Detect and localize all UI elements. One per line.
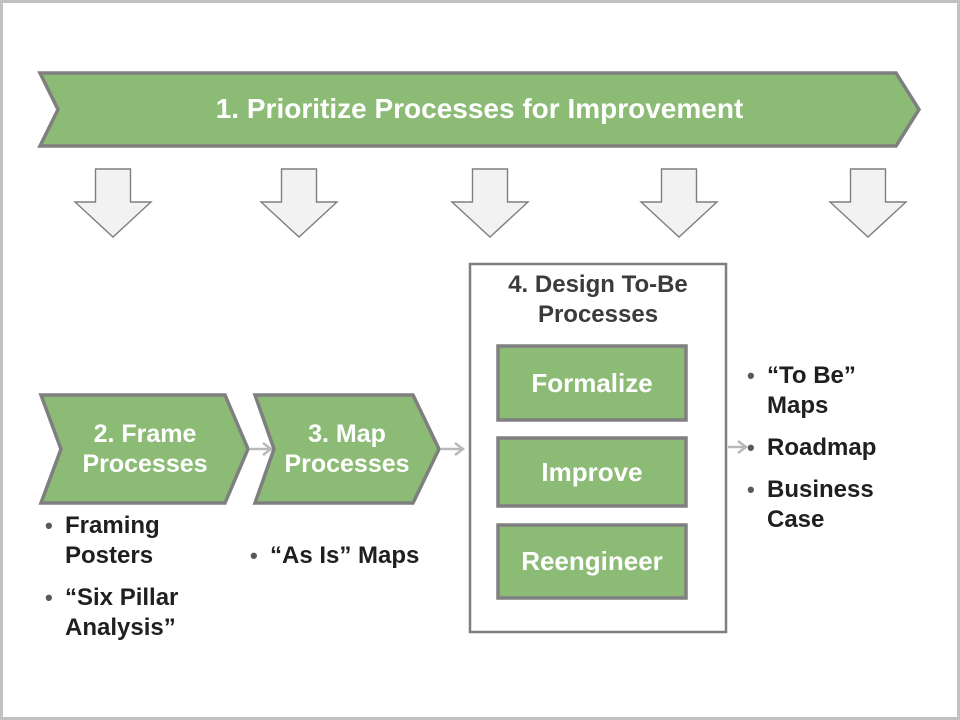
list-item: • Business Case xyxy=(747,475,927,535)
design-box-title: 4. Design To-Be Processes xyxy=(508,271,688,328)
connector-arrow xyxy=(441,442,466,456)
bullet-text: “Six Pillar Analysis” xyxy=(65,584,179,641)
down-arrow-icon xyxy=(259,168,339,238)
formalize-box-shape xyxy=(496,344,688,422)
bullet-text: Business Case xyxy=(767,476,874,533)
formalize-label: Formalize xyxy=(531,367,653,398)
diagram-shapes xyxy=(37,71,922,634)
improve-label: Improve xyxy=(541,456,643,487)
down-arrow-icon xyxy=(828,168,908,238)
reengineer-box-shape xyxy=(496,523,688,600)
bullet-text: “To Be” Maps xyxy=(767,362,856,419)
outputs-bullet-list: • “To Be” Maps • Roadmap • Business Case xyxy=(747,361,927,547)
bullet-text: Roadmap xyxy=(767,434,877,461)
list-item: • “To Be” Maps xyxy=(747,361,927,421)
list-item: • “As Is” Maps xyxy=(250,541,470,571)
down-arrow-icon xyxy=(73,168,153,238)
step2-label: 2. Frame Processes xyxy=(82,420,208,478)
bullet-text: “As Is” Maps xyxy=(270,542,420,569)
list-item: • “Six Pillar Analysis” xyxy=(45,583,235,643)
step3-label: 3. Map Processes xyxy=(284,420,410,478)
down-arrow-icon xyxy=(639,168,719,238)
frame-bullet-list: • Framing Posters • “Six Pillar Analysis… xyxy=(45,511,235,655)
map-bullet-list: • “As Is” Maps xyxy=(250,541,470,583)
bullet-dot: • xyxy=(45,513,53,538)
bullet-dot: • xyxy=(747,363,755,388)
connector-arrow xyxy=(728,440,749,454)
list-item: • Framing Posters xyxy=(45,511,235,571)
connector-arrow xyxy=(250,442,274,456)
step3-chevron-shape xyxy=(252,393,441,505)
down-arrow-icon xyxy=(450,168,530,238)
bullet-dot: • xyxy=(747,477,755,502)
bullet-text: Framing Posters xyxy=(65,512,160,569)
reengineer-label: Reengineer xyxy=(521,546,663,576)
bullet-dot: • xyxy=(747,435,755,460)
list-item: • Roadmap xyxy=(747,433,927,463)
improve-box-shape xyxy=(496,436,688,508)
bullet-dot: • xyxy=(45,585,53,610)
banner-title: 1. Prioritize Processes for Improvement xyxy=(215,93,744,125)
banner-chevron-shape xyxy=(37,71,922,148)
bullet-dot: • xyxy=(250,543,258,568)
step2-chevron-shape xyxy=(38,393,250,505)
